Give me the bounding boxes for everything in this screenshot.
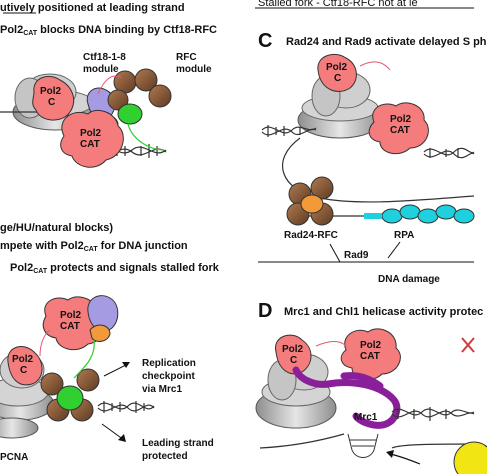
arrow-leading <box>101 423 125 441</box>
pol2c-label-d-line2: C <box>290 355 298 366</box>
dna-strand-b <box>97 401 155 413</box>
rfc-module-label-line1: RFC <box>176 52 197 63</box>
pol2cat-label-d-line1: Pol2 <box>360 340 382 351</box>
panel-c-letter: C <box>258 30 273 52</box>
mrc1-label: Mrc1 <box>354 412 378 423</box>
pol2cat-label-a-line2: CAT <box>80 139 100 150</box>
rad24-rfc-label: Rad24-RFC <box>284 230 338 241</box>
pol2cat-label-a-line1: Pol2 <box>80 128 102 139</box>
panel-b-header3-sub: CAT <box>33 268 48 275</box>
ctf18-module-label-line1: Ctf18-1-8 <box>83 52 126 63</box>
pol2c-blob-d <box>275 334 312 375</box>
pol2c-label-c-line2: C <box>334 73 342 84</box>
panel-b <box>0 295 155 442</box>
stalled-fork-section-header: Stalled fork - Ctf18-RFC not at le <box>258 0 418 9</box>
pol2c-blob-c <box>317 54 357 92</box>
panel-d-letter: D <box>258 300 273 322</box>
mrc1-band-d <box>292 366 401 429</box>
panel-a-header-line1: utively positioned at leading strand <box>0 2 185 14</box>
rfc-module-a <box>107 68 172 125</box>
rpa-label: RPA <box>394 230 415 241</box>
checkpoint-label-line1: Replication <box>142 358 196 369</box>
arrowhead-checkpoint <box>122 362 130 368</box>
panel-b-header2-text: mpete with Pol2 <box>0 240 84 252</box>
linker-d <box>315 341 347 347</box>
pol2c-label-a-line1: Pol2 <box>40 86 62 97</box>
checkpoint-label-line3: via Mrc1 <box>142 384 183 395</box>
arrow-damage <box>387 241 401 259</box>
leading-label-line2: protected <box>142 451 188 462</box>
x-mark-icon <box>461 337 475 353</box>
pol2cat-label-c-line2: CAT <box>390 125 410 136</box>
rfc-module-b <box>40 368 100 422</box>
linker-a <box>97 75 123 95</box>
ctf18-module-label-line2: module <box>83 64 119 75</box>
panel-b-header2-suffix: for DNA junction <box>97 240 188 252</box>
pol2c-label-b-line2: C <box>20 365 28 376</box>
pol2c-label-c-line1: Pol2 <box>326 62 348 73</box>
chl1-helicase-d <box>453 441 487 474</box>
panel-b-header-line1: ge/HU/natural blocks) <box>0 222 114 234</box>
linker-c <box>359 61 391 71</box>
panel-b-header2-sub: CAT <box>83 246 98 253</box>
panel-b-header-line2: mpete with Pol2CAT for DNA junction <box>0 240 188 253</box>
panel-b-header3-pol2: Pol2 <box>10 262 34 274</box>
rad9-label: Rad9 <box>344 250 369 261</box>
pol2cat-label-d-line2: CAT <box>360 351 380 362</box>
pol2c-label-d-line1: Pol2 <box>282 344 304 355</box>
dna-strand-d <box>259 407 475 449</box>
panel-c <box>261 54 475 263</box>
panel-c-title: Rad24 and Rad9 activate delayed S ph <box>286 36 487 48</box>
pol2cat-blob-c <box>368 102 429 155</box>
dna-damage-label: DNA damage <box>378 274 440 285</box>
panel-a-header-text: blocks DNA binding by Ctf18-RFC <box>37 24 217 36</box>
pol2cat-label-b-line2: CAT <box>60 321 80 332</box>
panel-a-header-pol2: Pol2 <box>0 24 24 36</box>
panel-b-header-line3: Pol2CAT protects and signals stalled for… <box>10 262 219 275</box>
mrc1-band-d2 <box>340 372 384 390</box>
arrow-chl1 <box>389 453 421 465</box>
green-tether-b <box>73 339 95 379</box>
pol2cat-label-b-line1: Pol2 <box>60 310 82 321</box>
linker-b <box>39 329 51 357</box>
arrow-checkpoint <box>103 363 129 377</box>
pol2c-blob-a <box>32 76 75 121</box>
pol2c-label-a-line2: C <box>48 97 56 108</box>
panel-a <box>0 12 172 168</box>
checkpoint-label-line2: checkpoint <box>142 371 195 382</box>
pol2c-label-b-line1: Pol2 <box>12 354 34 365</box>
hairpin-d <box>347 433 379 458</box>
dna-strand-c <box>261 125 475 159</box>
rad24-rfc-c <box>286 176 334 226</box>
pol2cat-blob-a <box>60 110 124 168</box>
panel-d-title: Mrc1 and Chl1 helicase activity protec <box>284 306 484 318</box>
panel-b-header3-suffix: protects and signals stalled fork <box>47 262 219 274</box>
arrow-rad9 <box>329 243 341 263</box>
panel-a-header-line2: Pol2CAT blocks DNA binding by Ctf18-RFC <box>0 24 217 37</box>
pol2cat-label-c-line1: Pol2 <box>390 114 412 125</box>
ctf18-module-b <box>87 295 119 342</box>
figure-canvas <box>0 7 487 474</box>
rfc-module-label-line2: module <box>176 64 212 75</box>
arrowhead-leading <box>118 434 126 442</box>
rpa-beads-c <box>381 204 475 224</box>
pcna-label: PCNA <box>0 452 29 463</box>
arrowhead-chl1 <box>386 450 394 458</box>
pol2c-blob-b <box>7 346 43 386</box>
leading-label-line1: Leading strand <box>142 438 214 449</box>
pol2cat-blob-d <box>340 328 401 381</box>
green-tether-a <box>127 123 165 151</box>
panel-d <box>255 328 487 474</box>
panel-a-header-cat: CAT <box>23 30 38 37</box>
